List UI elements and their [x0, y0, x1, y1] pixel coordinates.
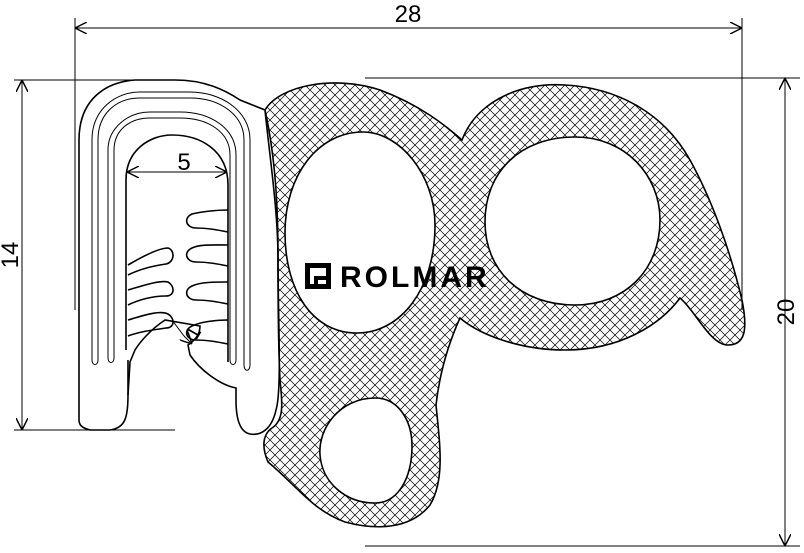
rolmar-logo: ROLMAR: [305, 261, 490, 294]
logo-text: ROLMAR: [340, 261, 490, 294]
dimension-height-right-label: 20: [773, 299, 800, 326]
dimension-width-label: 28: [395, 1, 422, 28]
dimension-gap-label: 5: [177, 149, 190, 176]
dimension-height-left: 14: [0, 79, 175, 431]
dimension-height-right: 20: [365, 77, 800, 547]
dimension-width: 28: [74, 1, 743, 310]
rolmar-mark-icon: [305, 263, 331, 289]
dimension-height-left-label: 14: [0, 242, 24, 269]
dimension-gap: 5: [127, 149, 227, 176]
u-clip-profile: [78, 79, 281, 436]
sponge-bulb: [263, 82, 746, 528]
